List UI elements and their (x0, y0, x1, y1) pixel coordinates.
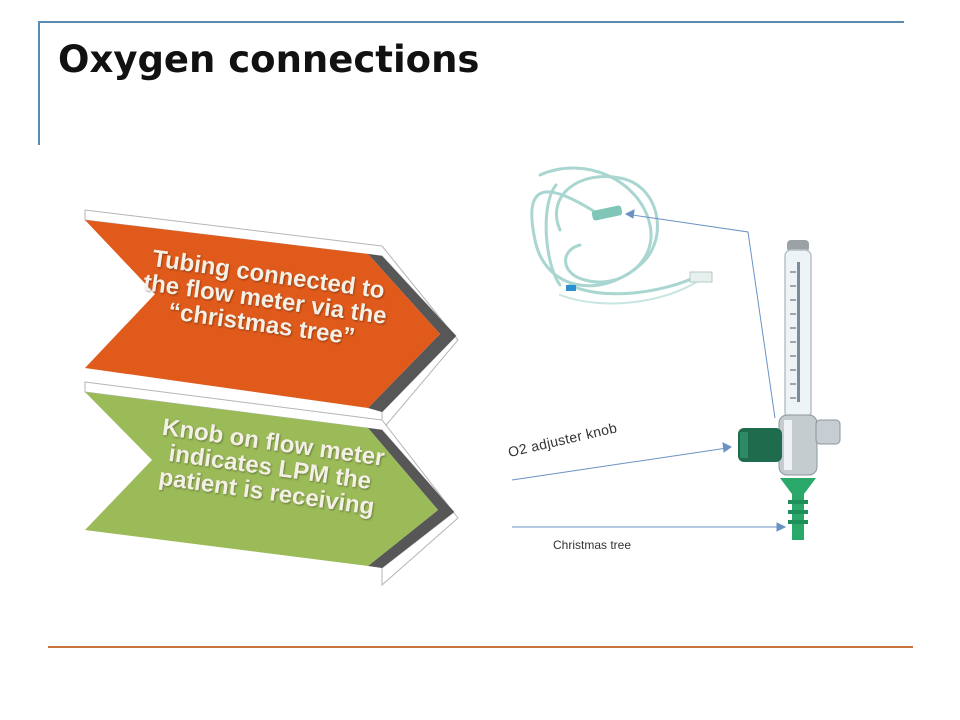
chevron-orange (85, 220, 440, 408)
cannula-connector (591, 205, 623, 221)
chevron-orange-side (368, 254, 456, 412)
label-christmas-tree: Christmas tree (553, 538, 632, 552)
frame-left-line (38, 21, 40, 145)
cannula-prongs (689, 271, 713, 283)
chevron-green (85, 392, 438, 566)
pointer-lines (511, 209, 787, 532)
cannula-clip (566, 285, 576, 291)
frame-top-line (38, 21, 904, 23)
bottom-rule (48, 646, 913, 648)
nasal-cannula-tubing-image (530, 166, 702, 305)
slide-title: Oxygen connections (58, 38, 480, 81)
chevron-green-side (368, 428, 454, 568)
flow-meter-image (738, 240, 841, 540)
